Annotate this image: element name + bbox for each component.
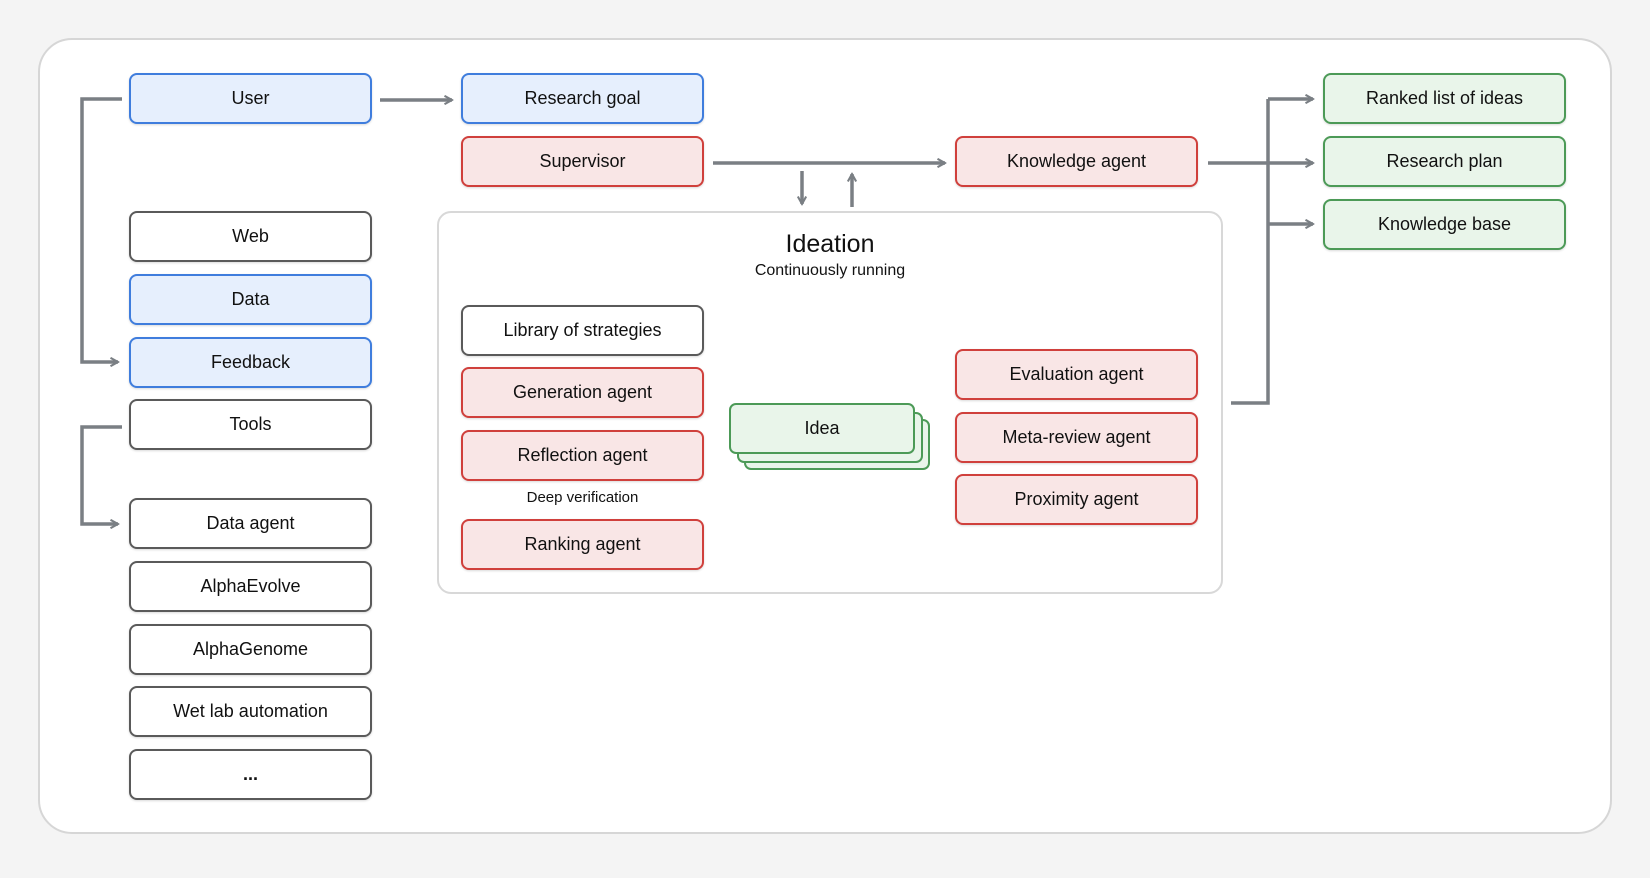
research-goal-box: Research goal (461, 73, 704, 124)
generation-agent-box: Generation agent (461, 367, 704, 418)
alphaevolve-box: AlphaEvolve (129, 561, 372, 612)
deep-verification-caption: Deep verification (526, 489, 639, 506)
web-box: Web (129, 211, 372, 262)
supervisor-box: Supervisor (461, 136, 704, 187)
ideation-subtitle: Continuously running (754, 262, 906, 279)
alphagenome-box: AlphaGenome (129, 624, 372, 675)
library-of-strategies-box: Library of strategies (461, 305, 704, 356)
ranked-list-of-ideas-box: Ranked list of ideas (1323, 73, 1566, 124)
data-agent-box: Data agent (129, 498, 372, 549)
ideation-title: Ideation (785, 230, 875, 258)
idea-card: Idea (729, 403, 915, 454)
proximity-agent-box: Proximity agent (955, 474, 1198, 525)
evaluation-agent-box: Evaluation agent (955, 349, 1198, 400)
feedback-box: Feedback (129, 337, 372, 388)
reflection-agent-box: Reflection agent (461, 430, 704, 481)
tools-to-data-agent-arrow (80, 425, 122, 524)
meta-review-agent-box: Meta-review agent (955, 412, 1198, 463)
evaluation-to-outputs-bracket (1231, 99, 1270, 405)
data-box: Data (129, 274, 372, 325)
user-box: User (129, 73, 372, 124)
ranking-agent-box: Ranking agent (461, 519, 704, 570)
wet-lab-automation-box: Wet lab automation (129, 686, 372, 737)
knowledge-base-box: Knowledge base (1323, 199, 1566, 250)
user-to-feedback-arrow (80, 97, 122, 362)
knowledge-agent-box: Knowledge agent (955, 136, 1198, 187)
research-plan-box: Research plan (1323, 136, 1566, 187)
more-tools-box: ... (129, 749, 372, 800)
tools-box: Tools (129, 399, 372, 450)
